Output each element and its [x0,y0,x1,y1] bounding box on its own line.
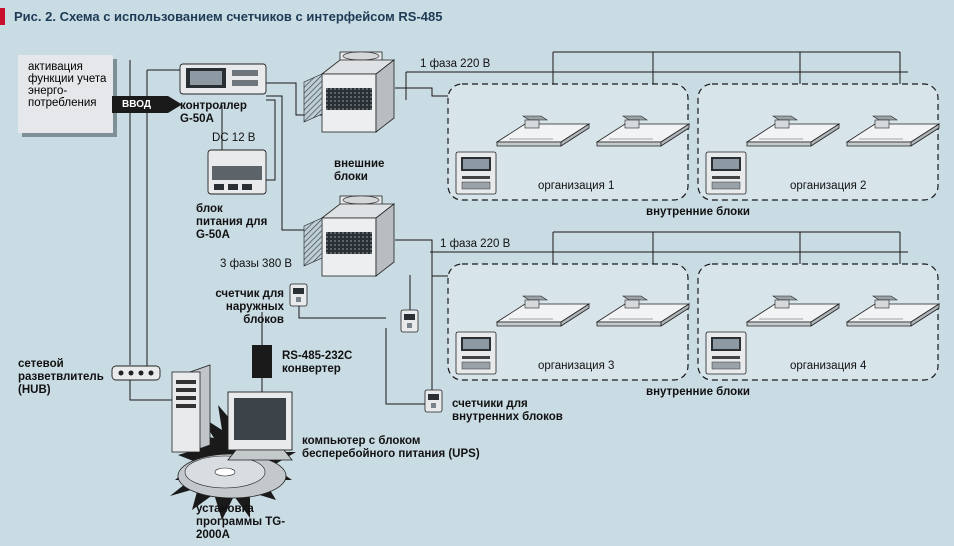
outdoor-unit-top [303,51,395,133]
converter-label: RS-485-232C конвертер [282,350,353,375]
org-groups [447,83,939,381]
remote-2 [705,151,747,195]
indoor-meter-2 [424,389,443,413]
remote-1 [455,151,497,195]
indoor-units-top-label: внутренние блоки [646,206,750,218]
phase1-top-label: 1 фаза 220 В [420,58,491,70]
controller-g50a [179,63,267,95]
indoor-units-bottom-label: внутренние блоки [646,386,750,398]
network-hub [111,365,161,381]
rs485-converter [252,345,272,378]
psu-label: блок питания для G-50A [196,203,268,241]
phase3-label: 3 фазы 380 В [220,258,293,270]
controller-label: контроллер G-50A [180,100,247,126]
phase1-bottom-label: 1 фаза 220 В [440,238,511,250]
software-label: установка программы TG-2000A [196,503,286,541]
hub-label: сетевой разветвлитель (HUB) [18,358,104,396]
figure-title: Рис. 2. Схема с использованием счетчиков… [14,9,443,24]
remote-3 [455,331,497,375]
dc-label: DC 12 В [212,132,256,144]
indoor-meter-1 [400,309,419,333]
outdoor-meter [289,283,308,307]
org-4-label: организация 4 [790,360,867,372]
activation-note: активация функции учета энерго-потреблен… [18,55,113,133]
activation-note-text: активация функции учета энерго-потреблен… [28,61,107,109]
input-arrow [112,96,182,113]
outdoor-meter-label: счетчик для наружных блоков [215,288,284,326]
outdoor-unit-bottom [303,195,395,277]
computer-ups [171,364,293,461]
outdoor-units-label: внешние блоки [334,158,385,183]
power-supply [207,149,267,195]
indoor-meters-label: счетчики для внутренних блоков [452,398,563,423]
title-marker [0,8,5,25]
org-2-label: организация 2 [790,180,867,192]
software-burst [170,404,296,520]
org-3-label: организация 3 [538,360,615,372]
input-label: ВВОД [122,99,151,110]
org-1-label: организация 1 [538,180,615,192]
remote-4 [705,331,747,375]
computer-label: компьютер с блоком бесперебойного питани… [302,435,480,460]
controller-label-text: контроллер G-50A [180,100,247,125]
